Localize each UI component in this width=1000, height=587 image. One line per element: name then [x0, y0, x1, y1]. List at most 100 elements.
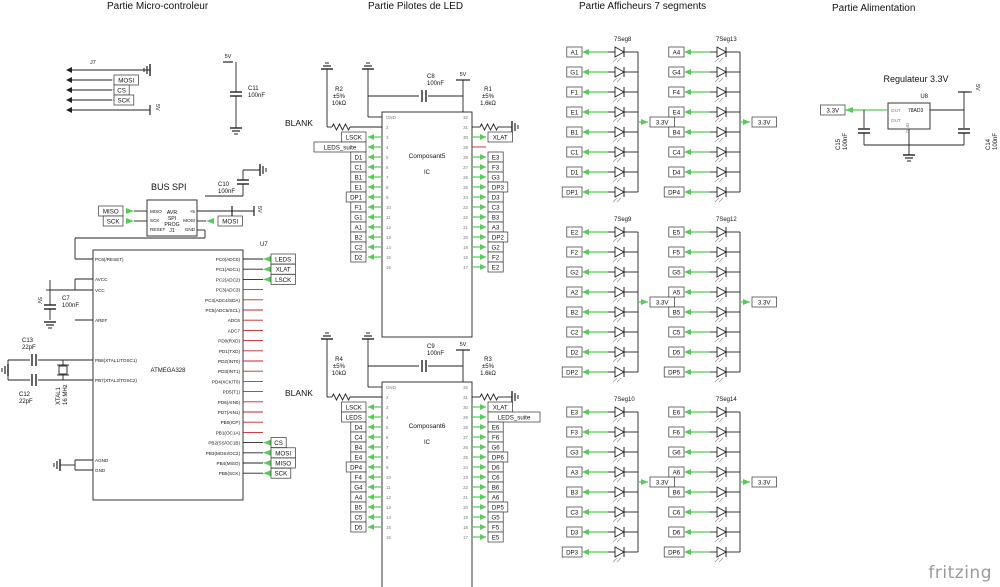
- driver6-pin: 24: [463, 465, 468, 470]
- driver5-net-c3-label: C3: [492, 205, 500, 212]
- display-7seg13-led-ray: [714, 117, 720, 123]
- driver5-pin: 28: [463, 155, 468, 160]
- connector-arrow: [582, 509, 589, 515]
- connector-arrow: [368, 164, 374, 170]
- display-7seg13-led-symbol: [716, 186, 727, 198]
- display-7seg14-led-ray: [718, 557, 724, 563]
- display-7seg14-led-symbol: [716, 466, 727, 478]
- display-7seg13-led-symbol: [716, 66, 727, 78]
- display-7seg13-net-c4-label: C4: [672, 150, 680, 157]
- display-7seg13-led-symbol: [716, 126, 727, 138]
- connector-arrow: [368, 154, 374, 160]
- driver6-net-e5-box: [487, 531, 504, 543]
- display-7seg13-led-ray: [714, 57, 720, 63]
- display-7seg13-net-dp4-label: DP4: [668, 190, 681, 197]
- connector-arrow: [368, 234, 374, 240]
- display-7seg14-led-ray: [718, 417, 724, 423]
- display-7seg10-led-symbol: [614, 546, 625, 558]
- driver6-pin: 13: [386, 505, 391, 510]
- isp-net-sck-label: SCK: [107, 219, 121, 226]
- driver5-pin: 29: [463, 145, 468, 150]
- driver5-pin: 10: [386, 205, 391, 210]
- driver5-pin: 13: [386, 235, 391, 240]
- j7-net-mosi-label: MOSI: [118, 78, 134, 85]
- display-7seg8-led-symbol: [614, 166, 625, 178]
- driver6-pin: GND: [386, 385, 396, 390]
- display-7seg12-led-ray: [718, 357, 724, 363]
- display-7seg8-led-ray: [616, 137, 622, 143]
- display-7seg10-led-symbol: [614, 446, 625, 458]
- display-7seg12-led-ray: [714, 257, 720, 263]
- c15-value: 100nF: [843, 133, 849, 150]
- u7-right-pin: PB0(ICP): [221, 420, 241, 425]
- display-7seg14-led-ray: [718, 517, 724, 523]
- driver5-pin: 24: [463, 195, 468, 200]
- connector-arrow: [368, 514, 374, 520]
- driver5-pin: 30: [463, 135, 468, 140]
- display-7seg8-net-c1-label: C1: [570, 150, 578, 157]
- display-7seg9-net-f2-label: F2: [571, 250, 579, 257]
- connector-arrow: [582, 109, 589, 115]
- display-7seg10-led-ray: [616, 537, 622, 543]
- display-7seg14-led-ray: [714, 477, 720, 483]
- display-7seg13-led-ray: [714, 97, 720, 103]
- display-7seg13-net-f4-label: F4: [673, 90, 681, 97]
- driver5-cap-value: 100nF: [427, 81, 444, 87]
- driver5-r-left-value: 10kΩ: [332, 101, 347, 107]
- u7-left-pin: PB7(XTAL2/TOSC2): [95, 378, 137, 383]
- driver5-pin: 7: [386, 175, 389, 180]
- connector-arrow: [480, 444, 486, 450]
- driver6-net-f5-label: F5: [492, 525, 500, 532]
- driver6-pin: 22: [463, 485, 468, 490]
- driver6-cap-ref: C9: [427, 344, 435, 350]
- display-7seg10-led-symbol: [614, 406, 625, 418]
- driver5-blank-label: BLANK: [285, 118, 313, 128]
- driver6-net-c4-label: C4: [354, 435, 362, 442]
- display-7seg8-led-symbol: [614, 106, 625, 118]
- section-title-power: Partie Alimentation: [832, 3, 916, 14]
- connector-arrow: [480, 214, 486, 220]
- display-7seg14-net-a6-label: A6: [673, 470, 681, 477]
- display-7seg14-led-symbol: [716, 406, 727, 418]
- connector-arrow: [368, 444, 374, 450]
- connector-arrow: [368, 504, 374, 510]
- u7-net-sck-box: [270, 467, 292, 479]
- display-7seg8-led-ray: [612, 97, 618, 103]
- driver5-pin: 12: [386, 225, 391, 230]
- display-7seg10-led-ray: [616, 417, 622, 423]
- u8-pin: OUT: [891, 108, 901, 113]
- display-7seg13-led-ray: [718, 137, 724, 143]
- display-7seg13-led-symbol: [716, 86, 727, 98]
- driver5-net-b1-label: B1: [355, 175, 363, 182]
- display-7seg14-net-c6-label: C6: [672, 510, 680, 517]
- power-net-3v3-label: 3.3V: [826, 108, 840, 115]
- connector-arrow: [684, 109, 691, 115]
- display-7seg14-led-symbol: [716, 446, 727, 458]
- driver5-body: [381, 111, 473, 338]
- driver6-pin: 18: [463, 525, 468, 530]
- driver6-net-f4-label: F4: [355, 475, 363, 482]
- display-7seg12-led-ray: [714, 357, 720, 363]
- driver6-net-g5-label: G5: [491, 515, 500, 522]
- display-7seg9-led-ray: [612, 377, 618, 383]
- u8-ref: U8: [920, 94, 928, 100]
- connector-arrow: [582, 149, 589, 155]
- driver6-net-g6-label: G6: [491, 445, 500, 452]
- connector-arrow: [641, 299, 648, 305]
- driver5-net-g2-label: G2: [491, 245, 500, 252]
- driver5-pin: 22: [463, 215, 468, 220]
- driver5-net-d2-label: D2: [354, 255, 362, 262]
- driver6-net-e4-label: E4: [355, 455, 363, 462]
- connector-arrow: [368, 144, 374, 150]
- driver5-name: Composant5: [409, 153, 446, 160]
- display-7seg8-supply-label: 3.3V: [656, 120, 670, 127]
- connector-arrow: [743, 479, 750, 485]
- connector-arrow: [263, 449, 271, 456]
- connector-arrow: [582, 309, 589, 315]
- display-7seg8-led-symbol: [614, 126, 625, 138]
- connector-arrow: [368, 524, 374, 530]
- connector-arrow: [582, 289, 589, 295]
- display-7seg8-led-ray: [616, 77, 622, 83]
- connector-arrow: [480, 184, 486, 190]
- display-7seg14-led-symbol: [716, 486, 727, 498]
